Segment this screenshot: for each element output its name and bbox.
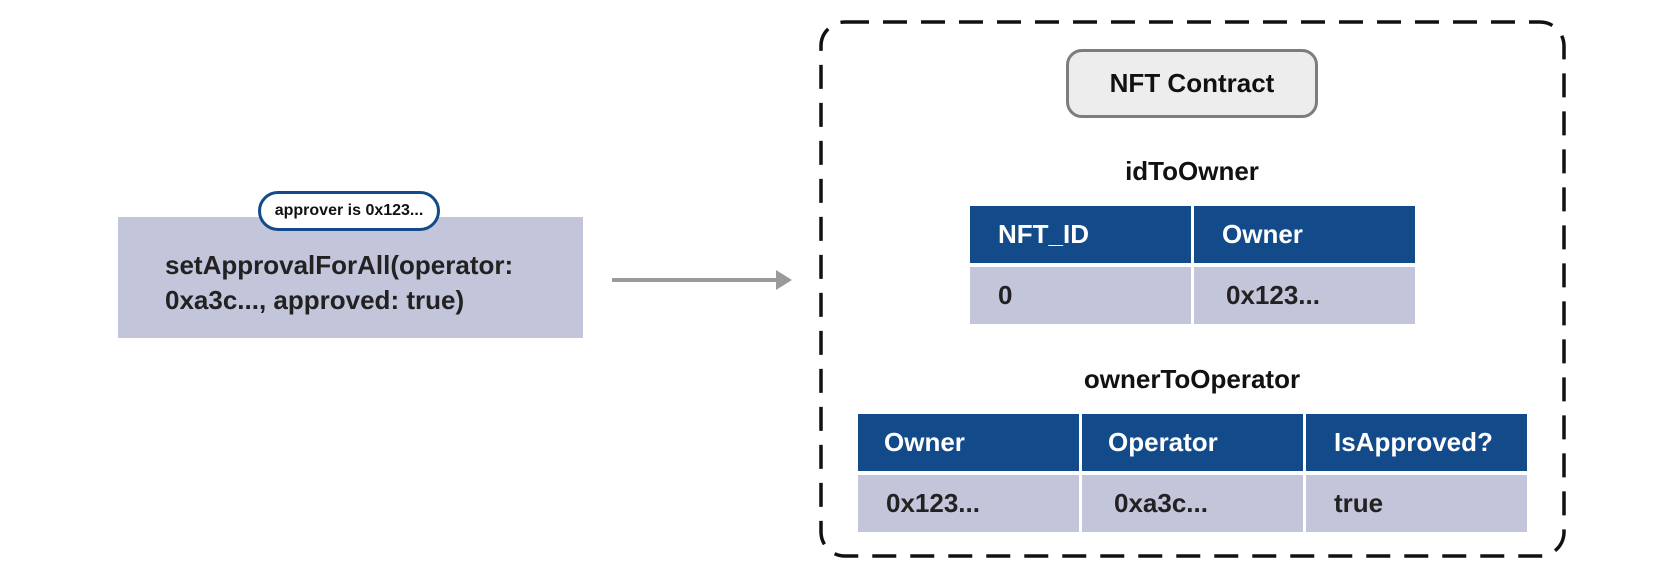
owner-to-operator-cell-operator: 0xa3c...	[1082, 475, 1303, 532]
arrow-head	[776, 270, 792, 290]
id-to-owner-header-owner: Owner	[1194, 206, 1415, 263]
owner-to-operator-cell-owner: 0x123...	[858, 475, 1079, 532]
owner-to-operator-header-owner: Owner	[858, 414, 1079, 471]
function-call-line-1: setApprovalForAll(operator:	[165, 250, 514, 280]
owner-to-operator-cell-is-approved: true	[1306, 475, 1527, 532]
owner-to-operator-header-is-approved: IsApproved?	[1306, 414, 1527, 471]
id-to-owner-cell-owner: 0x123...	[1194, 267, 1415, 324]
owner-to-operator-header-operator: Operator	[1082, 414, 1303, 471]
approver-badge: approver is 0x123...	[258, 191, 440, 231]
function-call-box	[118, 217, 583, 338]
function-call-text: setApprovalForAll(operator: 0xa3c..., ap…	[165, 248, 575, 318]
owner-to-operator-title: ownerToOperator	[1083, 364, 1301, 394]
contract-dashed-border	[819, 20, 1566, 558]
function-call-line-2: 0xa3c..., approved: true)	[165, 285, 465, 315]
nft-contract-label: NFT Contract	[1066, 49, 1318, 118]
id-to-owner-title: idToOwner	[1125, 156, 1259, 186]
id-to-owner-header-nft-id: NFT_ID	[970, 206, 1191, 263]
id-to-owner-cell-nft-id: 0	[970, 267, 1191, 324]
